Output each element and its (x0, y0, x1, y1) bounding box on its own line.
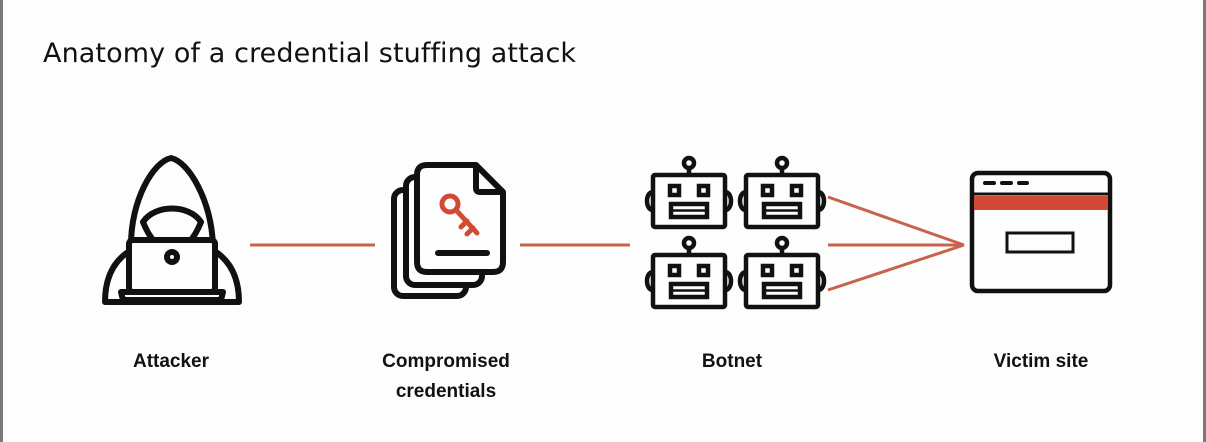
label-victim-site: Victim site (993, 351, 1089, 372)
converging-connectors (827, 195, 965, 292)
label-line: Compromised (382, 351, 510, 372)
connector-botnet-victim-bottom (827, 243, 965, 292)
connector-botnet-victim-top (827, 195, 965, 247)
label-botnet: Botnet (701, 351, 763, 372)
document-stack-key-icon (391, 162, 506, 299)
browser-header-bar (974, 196, 1108, 210)
robot-icon (737, 155, 827, 230)
robot-icon (644, 235, 734, 310)
robot-icon (644, 155, 734, 230)
hooded-hacker-laptop-icon (102, 155, 242, 305)
robot-icon (737, 235, 827, 310)
robot-grid-icon (644, 155, 827, 310)
label-compromised-credentials: Compromised credentials (351, 347, 541, 407)
browser-window-icon (969, 170, 1113, 294)
diagram-title: Anatomy of a credential stuffing attack (43, 38, 577, 69)
browser-input-box (1005, 231, 1075, 254)
key-icon (439, 193, 480, 237)
label-attacker: Attacker (132, 351, 210, 372)
diagram-canvas (102, 155, 1113, 310)
label-line: credentials (395, 381, 497, 402)
